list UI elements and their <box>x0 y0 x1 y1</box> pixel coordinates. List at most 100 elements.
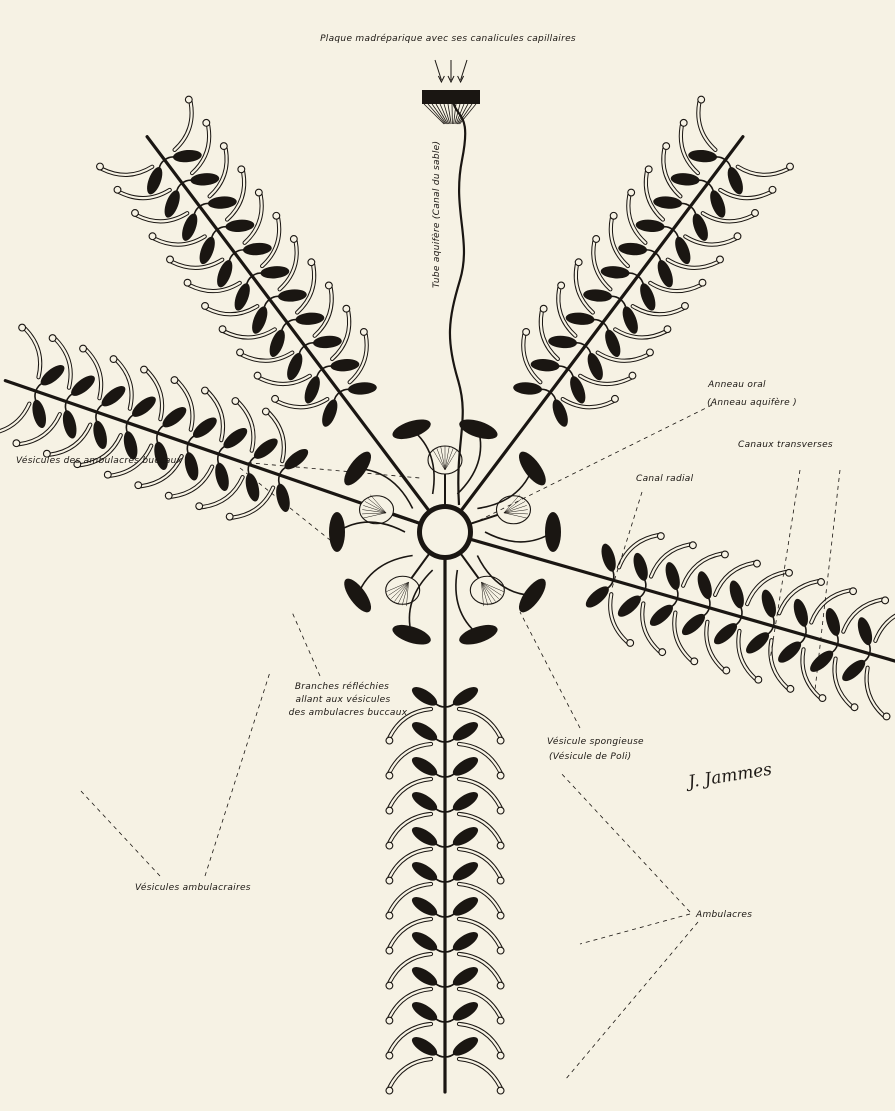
arm-upper-right-sucker <box>629 372 636 379</box>
arm-left-sucker <box>104 471 111 478</box>
arm-lower-ampulla <box>450 683 481 709</box>
arm-upper-left-sucker <box>272 395 279 402</box>
arm-left-sucker <box>49 335 56 342</box>
arm-upper-left-sucker <box>149 233 156 240</box>
vessel-layer <box>0 60 895 1094</box>
buccal-vesicle <box>339 575 375 617</box>
arm-upper-right-sucker <box>769 186 776 193</box>
arm-upper-right-sucker <box>717 256 724 263</box>
arm-upper-right-ampulla <box>583 288 613 302</box>
arm-left-sucker <box>141 366 148 373</box>
arm-upper-left-sucker <box>343 305 350 312</box>
label-ampullae: Vésicules ambulacraires <box>135 883 251 894</box>
buccal-vesicle <box>545 512 561 552</box>
arm-upper-left-sucker <box>185 96 192 103</box>
arm-upper-left-sucker <box>237 349 244 356</box>
leader-ampullae-left <box>80 790 160 876</box>
arm-upper-left-sucker <box>203 119 210 126</box>
arm-upper-left-ampulla <box>172 149 202 163</box>
arm-lower-sucker <box>386 1017 393 1024</box>
leader-buccal-vesicles-2 <box>240 468 330 540</box>
arm-lower-ampulla <box>450 893 481 919</box>
arm-upper-right-sucker <box>664 326 671 333</box>
arm-lower-ampulla <box>409 928 440 954</box>
arm-right-tube-foot <box>875 609 895 641</box>
arm-lower-sucker <box>497 772 504 779</box>
arm-upper-left-sucker <box>308 259 315 266</box>
arm-lower-sucker <box>497 1017 504 1024</box>
arm-right-ampulla <box>791 597 811 628</box>
arm-upper-left-sucker <box>220 143 227 150</box>
oral-ring <box>422 509 468 555</box>
label-oral-ring: Anneau oral <box>708 380 766 391</box>
label-madreporic-plate: Plaque madréparique avec ses canalicules… <box>320 34 576 45</box>
arm-upper-left-sucker <box>325 282 332 289</box>
arm-left-sucker <box>80 345 87 352</box>
arm-lower-sucker <box>386 772 393 779</box>
arm-upper-right-sucker <box>682 303 689 310</box>
arm-lower-ampulla <box>409 858 440 884</box>
inflow-arrow-left <box>435 60 441 80</box>
leader-ampullae-right <box>205 672 270 876</box>
arm-upper-left-sucker <box>360 329 367 336</box>
capillary-canalicule <box>448 104 451 124</box>
arm-lower-ampulla <box>409 753 440 779</box>
arm-lower-sucker <box>386 807 393 814</box>
leader-tube-feet-2 <box>580 914 690 944</box>
arm-right-ampulla <box>839 656 869 684</box>
arm-left-sucker <box>19 324 26 331</box>
arm-lower-sucker <box>497 912 504 919</box>
arm-upper-right-sucker <box>593 236 600 243</box>
arm-right-ampulla <box>583 583 613 611</box>
arm-upper-right-ampulla <box>513 381 543 395</box>
arm-left-sucker <box>171 377 178 384</box>
arm-upper-right-ampulla <box>688 149 718 163</box>
arm-right-ampulla <box>775 638 805 666</box>
arm-left-sucker <box>232 398 239 405</box>
arm-lower-ampulla <box>450 928 481 954</box>
arm-left-sucker <box>202 387 209 394</box>
arm-lower-sucker <box>386 1087 393 1094</box>
arm-lower-ampulla <box>450 753 481 779</box>
arm-lower-ampulla <box>409 893 440 919</box>
arm-upper-right-sucker <box>663 143 670 150</box>
arm-left-ampulla <box>243 472 262 503</box>
arm-lower-ampulla <box>409 683 440 709</box>
arm-right-ampulla <box>823 606 843 637</box>
arm-lower-sucker <box>386 877 393 884</box>
arm-upper-left-sucker <box>132 210 139 217</box>
arm-left-ampulla <box>274 482 293 513</box>
arm-lower-sucker <box>497 807 504 814</box>
arm-upper-right-ampulla <box>530 358 560 372</box>
arm-upper-left-ampulla <box>260 265 290 279</box>
arm-left-sucker <box>135 482 142 489</box>
reflected-branch <box>456 570 478 635</box>
arm-upper-left-sucker <box>254 372 261 379</box>
arm-lower-ampulla <box>450 858 481 884</box>
arm-right-sucker <box>657 533 664 540</box>
arm-right-sucker <box>786 569 793 576</box>
arm-right-sucker <box>787 685 794 692</box>
arm-upper-left-sucker <box>255 189 262 196</box>
arm-lower-sucker <box>386 842 393 849</box>
arm-upper-left-ampulla <box>330 358 360 372</box>
arm-upper-left-sucker <box>184 279 191 286</box>
arm-lower-sucker <box>386 947 393 954</box>
arm-upper-right-sucker <box>752 210 759 217</box>
arm-lower-sucker <box>386 737 393 744</box>
capillary-canalicule <box>444 104 450 124</box>
arm-right-sucker <box>689 542 696 549</box>
arm-left-sucker <box>110 356 117 363</box>
arm-upper-right-ampulla <box>670 172 700 186</box>
arm-lower-ampulla <box>450 998 481 1024</box>
arm-right-sucker <box>883 713 890 720</box>
arm-right-sucker <box>818 579 825 586</box>
leader-tube-feet-3 <box>565 922 698 1080</box>
label-stone-canal: Tube aquifère (Canal du sable) <box>432 141 443 288</box>
arm-upper-right-radial-canal <box>460 137 743 512</box>
inflow-arrow-right <box>461 60 467 80</box>
buccal-vesicle <box>457 621 500 649</box>
buccal-vesicle <box>390 621 433 649</box>
arm-upper-left-ampulla <box>225 219 255 233</box>
